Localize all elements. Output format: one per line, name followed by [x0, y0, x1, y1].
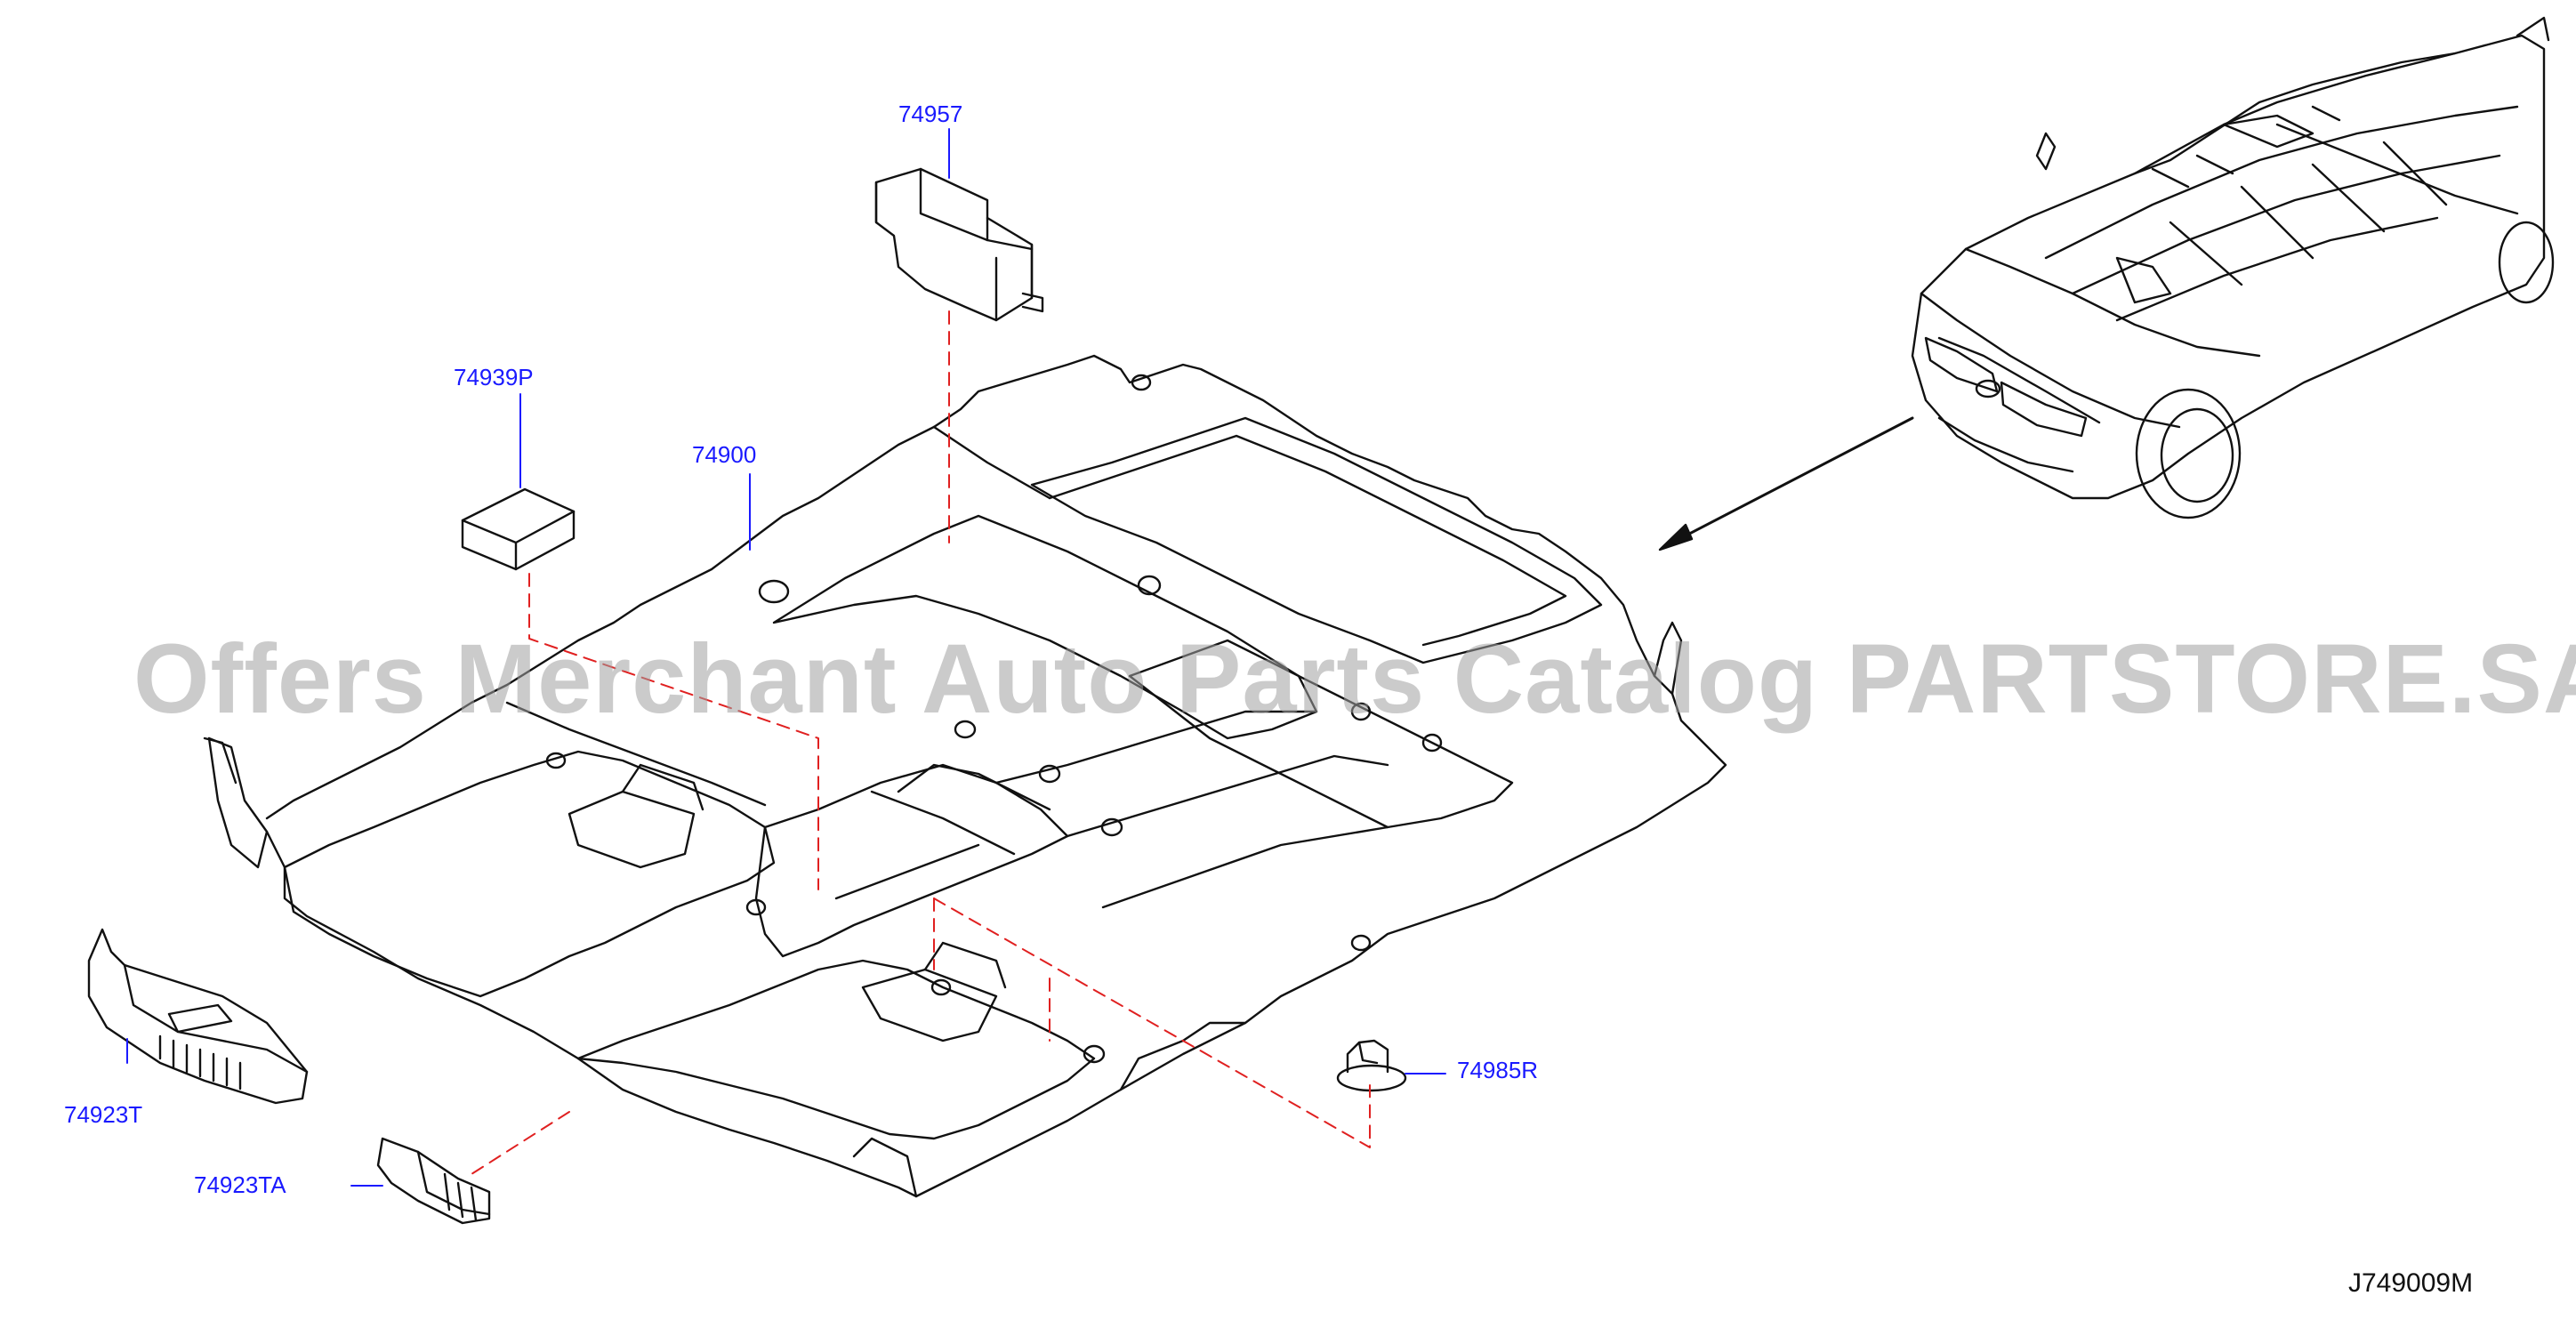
part-label-74985R[interactable]: 74985R: [1457, 1057, 1539, 1083]
pointer-arrow: [1658, 416, 1914, 551]
dashed-guide-lines: [471, 310, 1371, 1175]
floor-carpet-74900: [203, 354, 1727, 1198]
part-74923T-trim: [87, 928, 309, 1105]
part-label-74923TA[interactable]: 74923TA: [194, 1171, 286, 1198]
part-74985R-clip: [1336, 1039, 1407, 1092]
part-label-74939P[interactable]: 74939P: [454, 364, 534, 390]
watermark-text: Offers Merchant Auto Parts Catalog PARTS…: [133, 624, 2576, 734]
part-label-74900[interactable]: 74900: [692, 441, 757, 468]
part-74939P-pad: [461, 487, 576, 571]
part-label-74923T[interactable]: 74923T: [64, 1101, 143, 1128]
part-label-74957[interactable]: 74957: [898, 101, 963, 127]
part-74957-insulator: [874, 167, 1044, 322]
vehicle-overview-illustration: [1911, 16, 2555, 519]
part-74923TA-trim: [376, 1137, 491, 1225]
diagram-code: J749009M: [2348, 1268, 2474, 1298]
leader-lines: [126, 128, 1446, 1187]
